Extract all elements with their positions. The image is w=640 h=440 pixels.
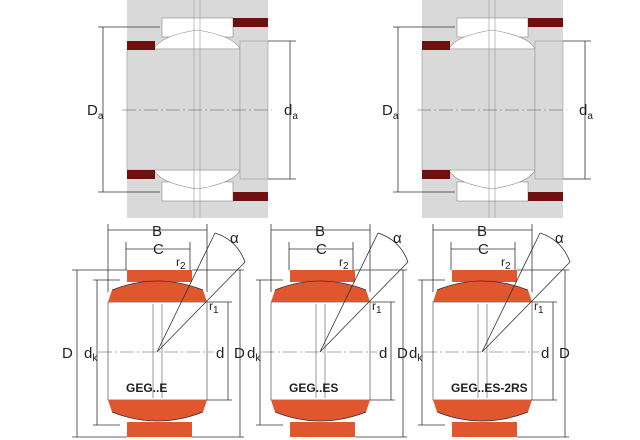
model-label: GEG..ES	[289, 381, 338, 395]
radius-r2-label: r2	[501, 255, 511, 272]
dim-b-label: B	[152, 223, 162, 240]
model-label: GEG..ES-2RS	[451, 381, 528, 395]
housing-dim-label: Da	[382, 102, 399, 122]
angle-alpha-label: α	[230, 230, 239, 247]
mounting-diagram-1: Da da	[87, 0, 298, 219]
dim-d-bore-label: d	[541, 345, 549, 362]
dim-d-outer-label-left: D	[62, 345, 73, 362]
dim-dk-label: dk	[84, 345, 98, 364]
dim-d-bore-label: d	[379, 345, 387, 362]
radius-r1-label: r1	[372, 299, 382, 316]
dim-d-outer-label: D	[234, 345, 245, 362]
shaft-dim-label: da	[284, 102, 298, 122]
model-label: GEG..E	[126, 381, 167, 395]
dim-d-outer-label: D	[397, 345, 408, 362]
housing-dim-label: Da	[87, 102, 104, 122]
dim-dk-label: dk	[247, 345, 261, 364]
dim-c-label: C	[478, 241, 489, 258]
dim-d-bore-label: d	[216, 345, 224, 362]
radius-r2-label: r2	[339, 255, 349, 272]
dim-d-outer-label: D	[559, 345, 570, 362]
dim-b-label: B	[315, 223, 325, 240]
dim-c-label: C	[316, 241, 327, 258]
radius-r2-label: r2	[176, 255, 186, 272]
angle-alpha-label: α	[393, 230, 402, 247]
dim-b-label: B	[477, 223, 487, 240]
dim-c-label: C	[153, 241, 164, 258]
radius-r1-label: r1	[534, 299, 544, 316]
shaft-dim-label: da	[579, 102, 593, 122]
mounting-diagram-2: Da da	[382, 0, 593, 219]
outer-diameter-dimension-left	[72, 269, 127, 438]
dim-dk-label: dk	[409, 345, 423, 364]
angle-alpha-label: α	[555, 230, 564, 247]
radius-r1-label: r1	[209, 299, 219, 316]
